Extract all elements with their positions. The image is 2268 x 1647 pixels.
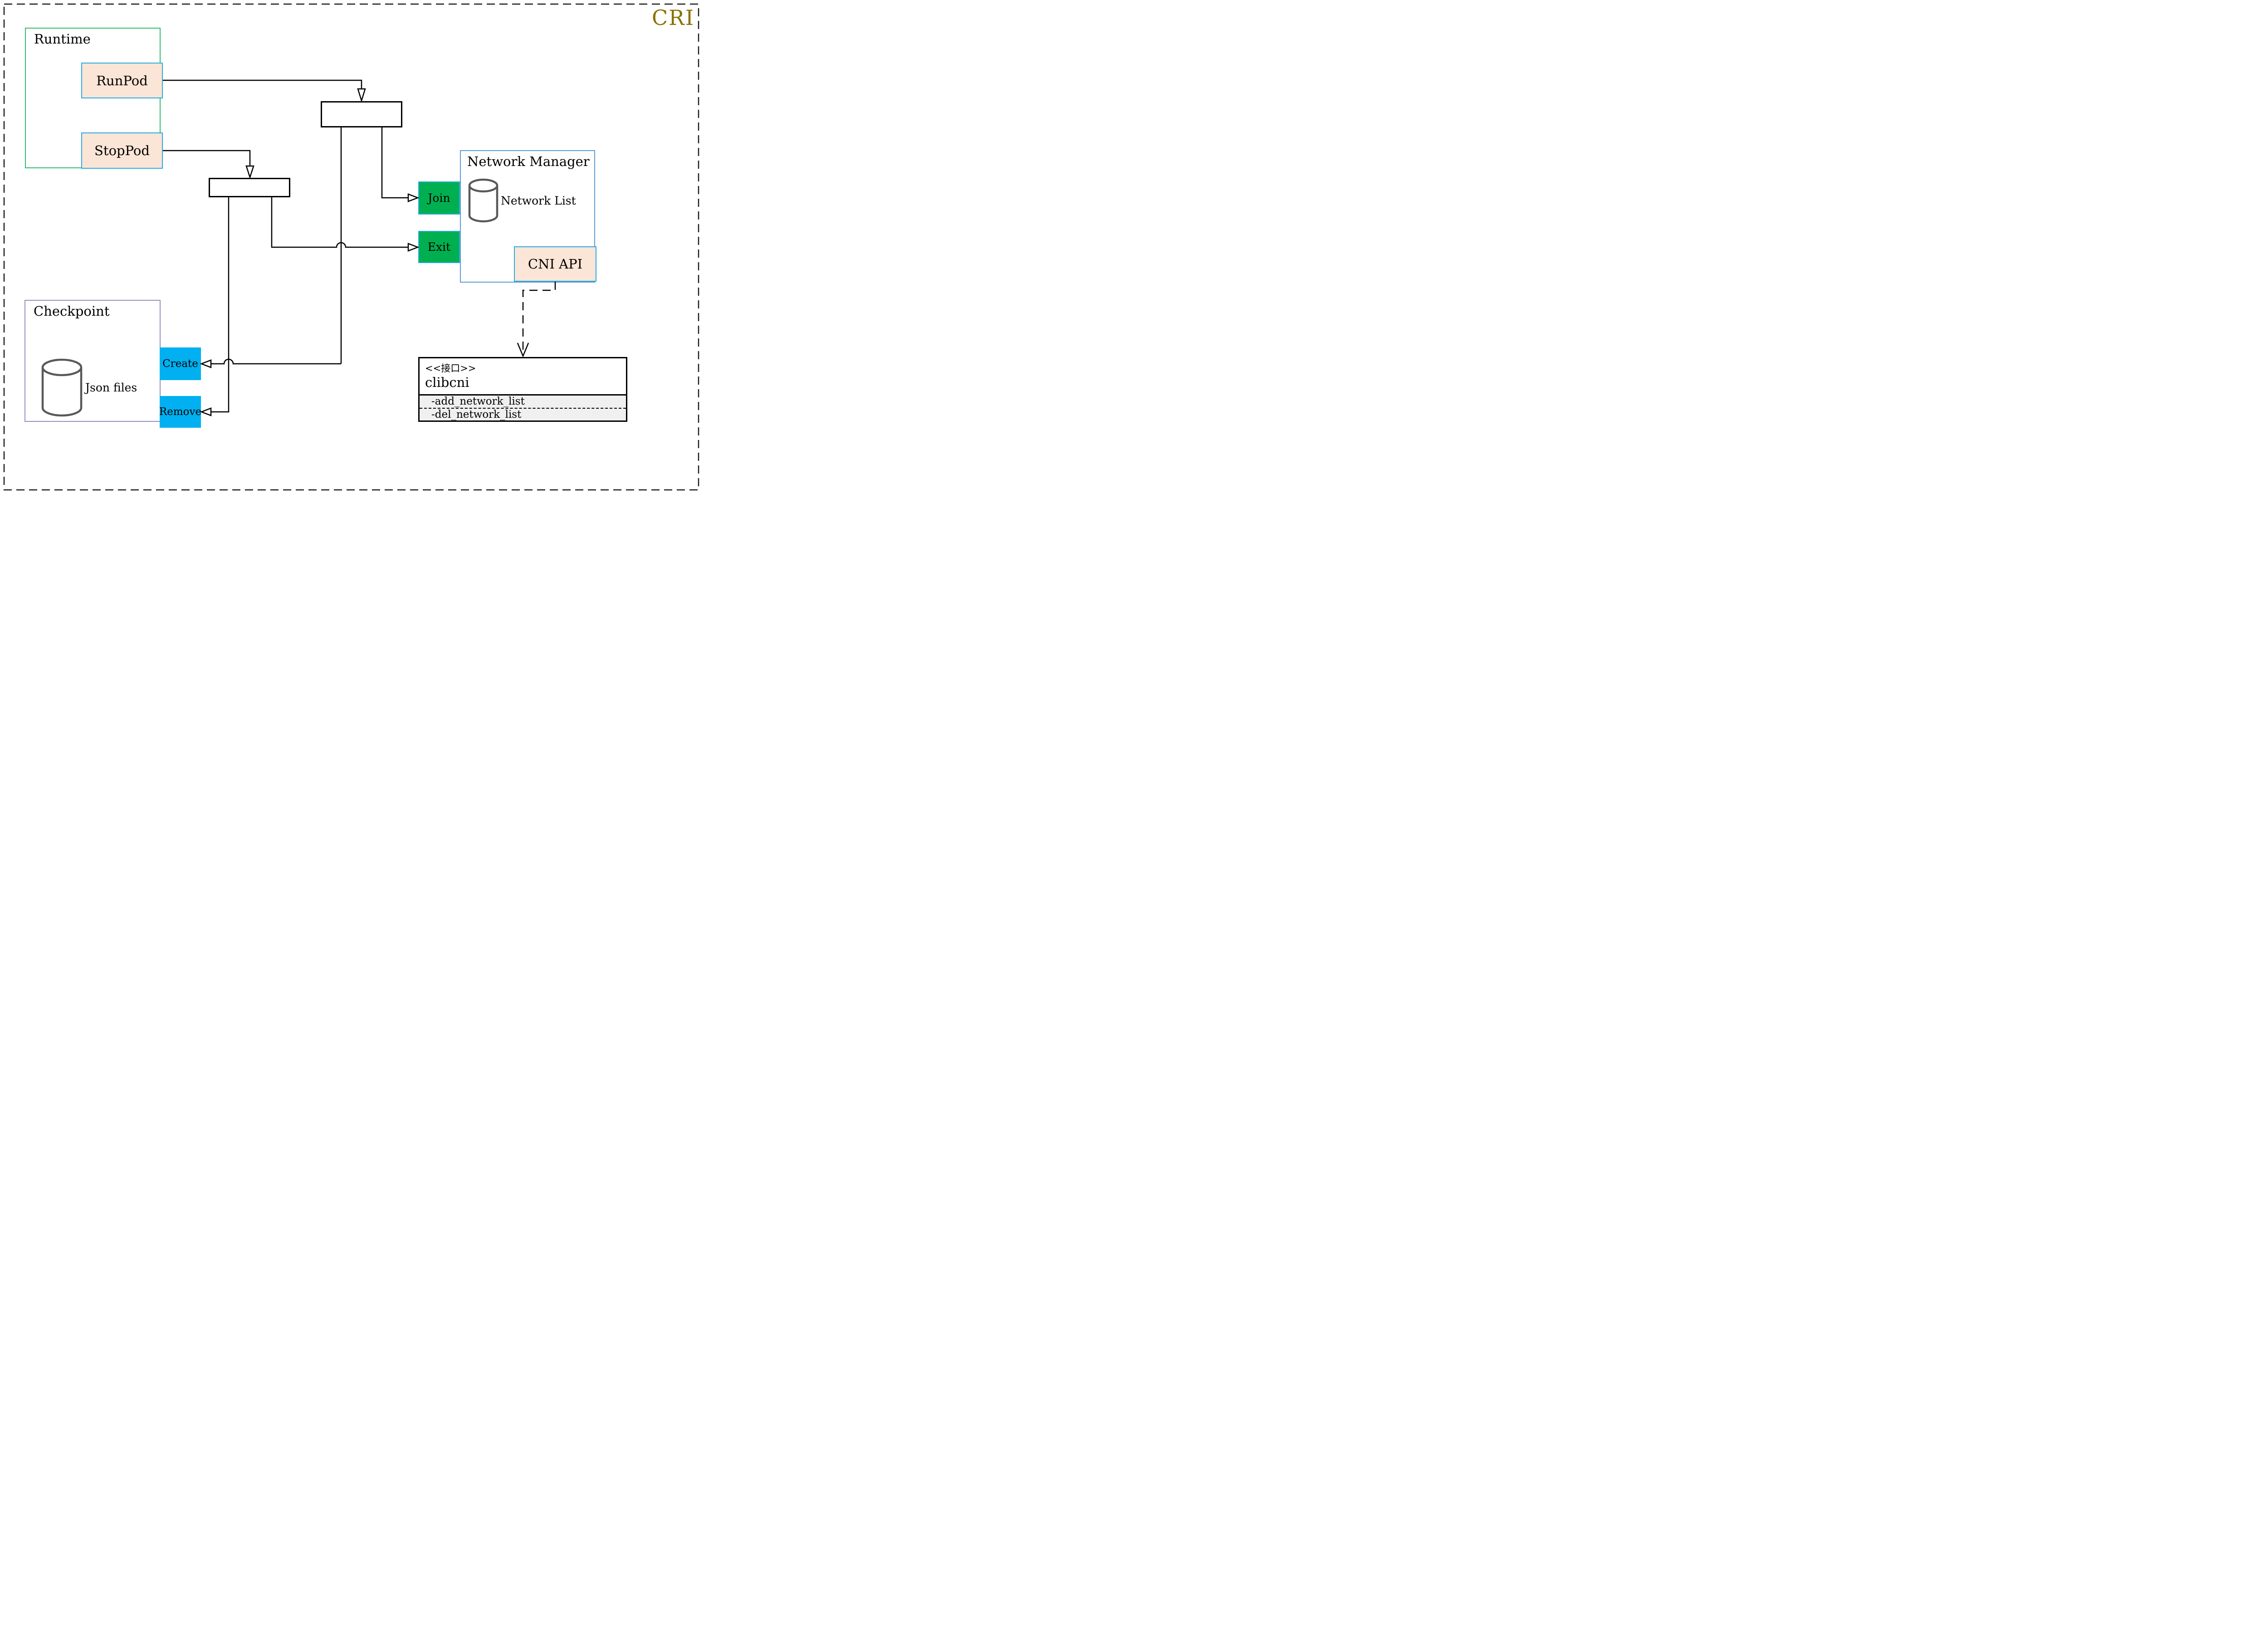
clibcni-name: clibcni <box>425 375 469 390</box>
arrowhead-join-right <box>407 193 420 202</box>
remove-node: Remove <box>159 396 201 428</box>
network-manager-title: Network Manager <box>467 154 590 169</box>
arrowhead-clibcni-open-v <box>517 342 529 358</box>
cri-title: CRI <box>651 5 694 30</box>
clibcni-method-add: -add_network_list <box>420 396 626 409</box>
exit-node: Exit <box>418 231 460 263</box>
checkpoint-box-title: Checkpoint <box>34 303 110 319</box>
clibcni-method-del: -del_network_list <box>431 408 522 420</box>
connector-process-to-create <box>211 127 342 365</box>
arrowhead-create-left <box>200 359 212 368</box>
process-rect-middle <box>209 178 290 197</box>
process-rect-top <box>321 101 402 127</box>
connector-runpod-to-process <box>163 79 362 89</box>
runtime-box-title: Runtime <box>34 31 91 47</box>
connector-cniapi-to-clibcni-dashed <box>522 282 556 354</box>
clibcni-methods-section: -add_network_list -del_network_list <box>420 394 626 420</box>
connector-process-to-join <box>381 127 408 199</box>
stoppod-node: StopPod <box>81 132 163 169</box>
json-files-label: Json files <box>85 381 137 394</box>
network-list-cylinder-icon <box>468 178 499 223</box>
arrowhead-exit-right <box>407 243 420 252</box>
clibcni-stereotype: <<接口>> <box>425 363 476 374</box>
join-node: Join <box>418 181 460 215</box>
diagram-canvas: CRI Runtime RunPod StopPod Network Manag… <box>0 0 703 494</box>
connector-process-to-exit <box>271 197 408 248</box>
connector-stoppod-to-process <box>163 150 251 166</box>
json-files-cylinder-icon <box>41 358 83 417</box>
runpod-node: RunPod <box>81 63 163 98</box>
connector-process-to-remove <box>211 197 230 413</box>
arrowhead-remove-left <box>200 407 212 416</box>
cni-api-node: CNI API <box>514 246 596 282</box>
clibcni-interface-box: <<接口>> clibcni -add_network_list -del_ne… <box>418 357 627 422</box>
create-node: Create <box>160 347 201 380</box>
network-list-label: Network List <box>501 194 576 207</box>
arrowhead-stoppod-down <box>245 165 254 180</box>
arrowhead-runpod-down <box>357 88 366 103</box>
clibcni-header: <<接口>> clibcni <box>420 358 626 394</box>
